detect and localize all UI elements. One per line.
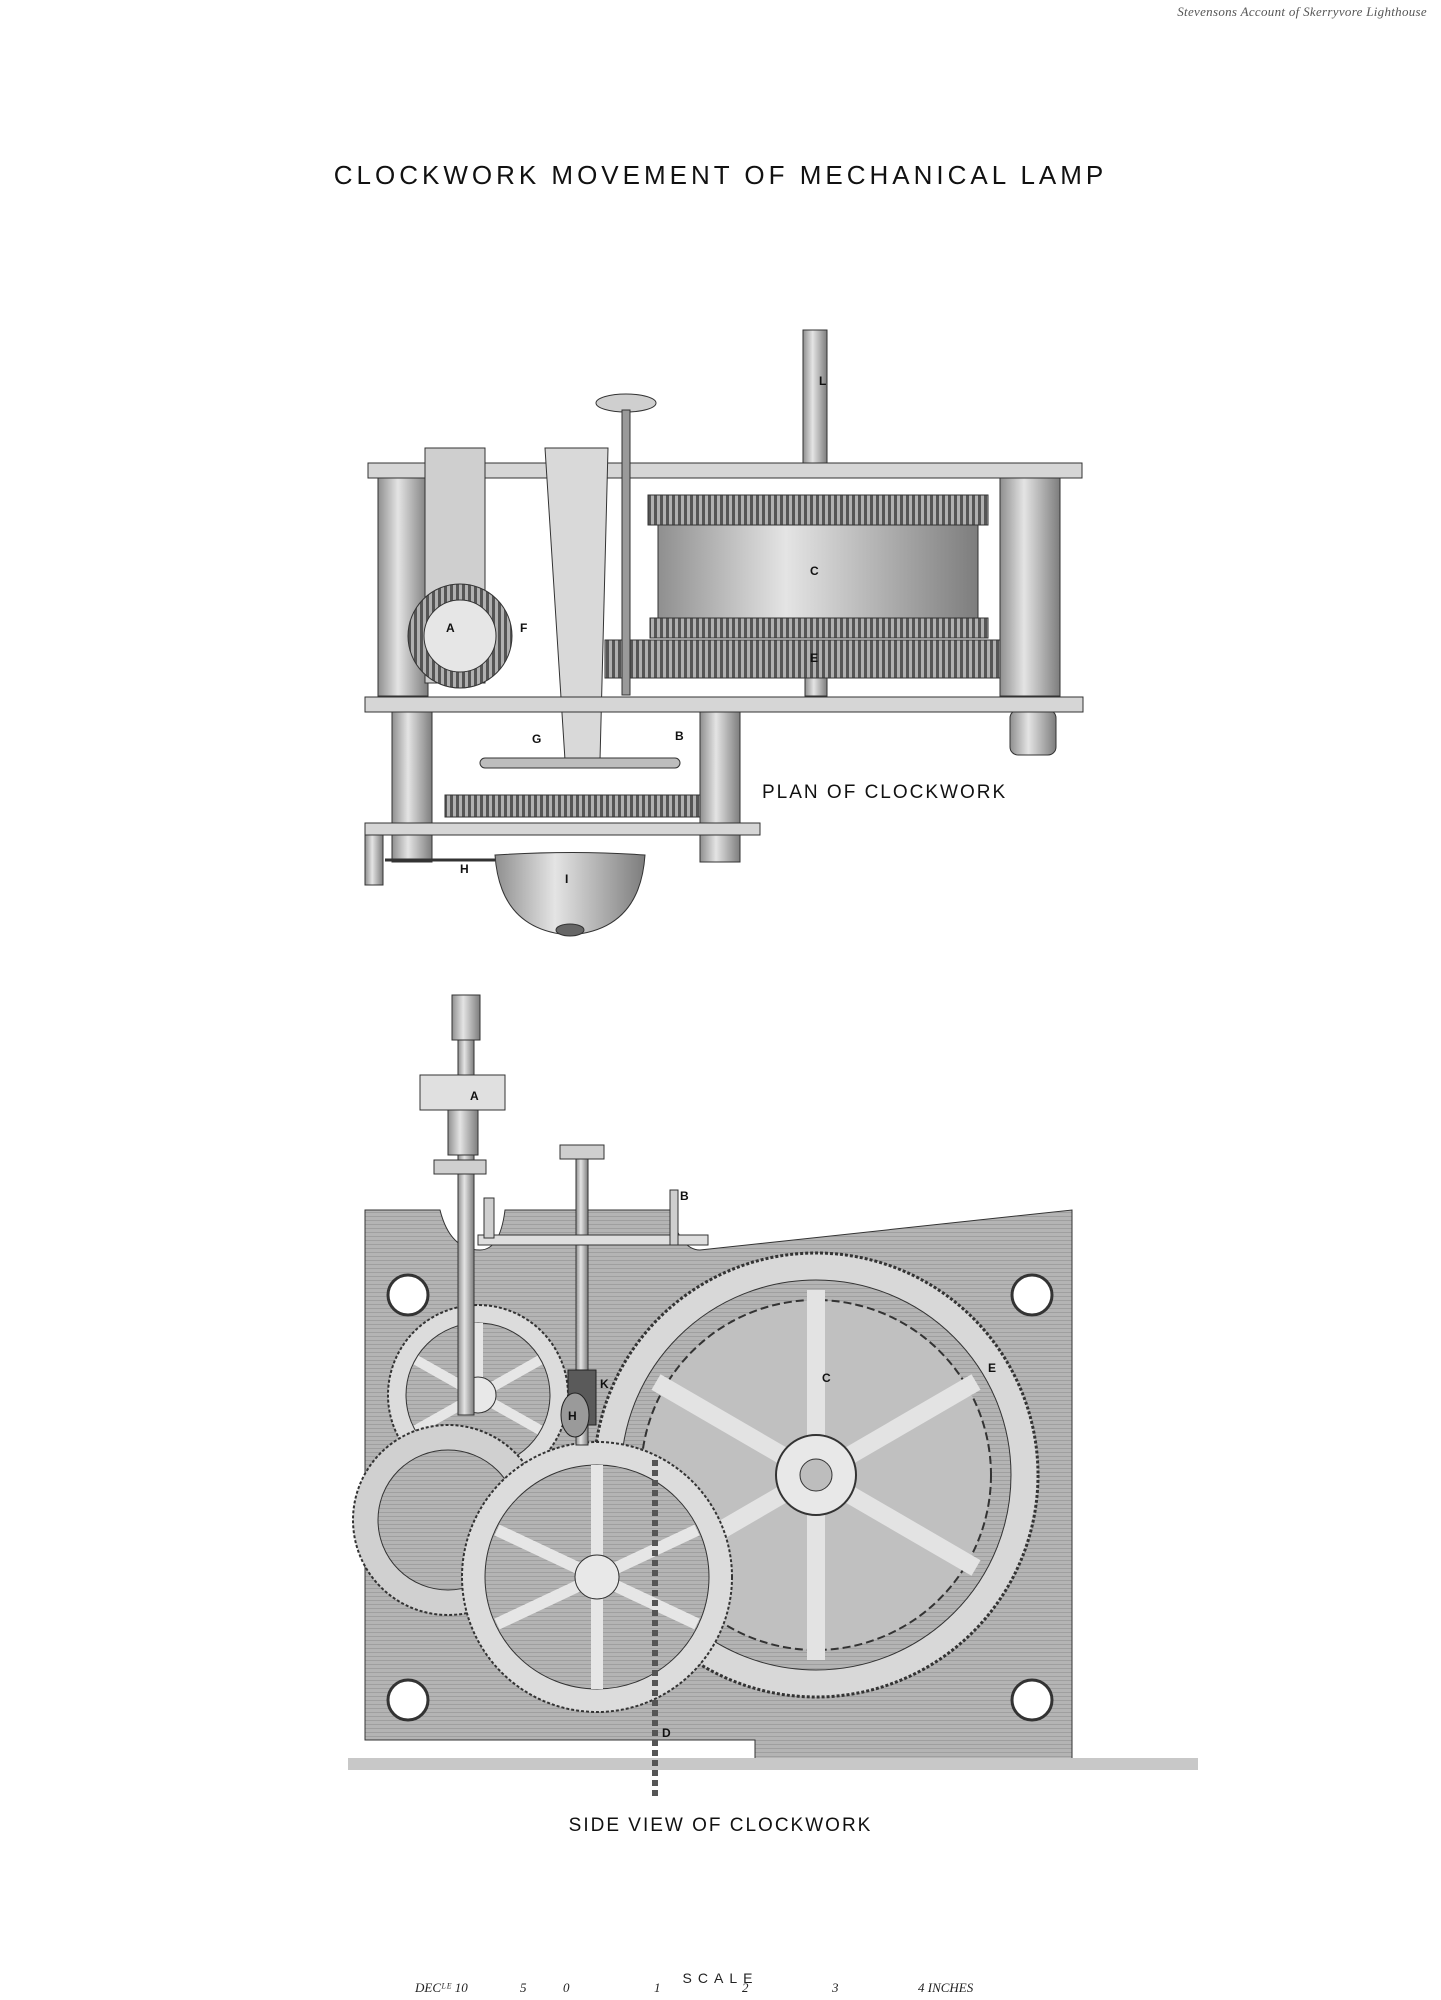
- plan-label-l: L: [819, 374, 826, 388]
- side-label-c: C: [822, 1371, 831, 1385]
- drum-teeth-top: [647, 494, 989, 526]
- hole-bl: [386, 1678, 430, 1722]
- bell-i: [494, 852, 646, 936]
- post-b: [669, 1189, 679, 1246]
- plan-label-a: A: [446, 621, 455, 635]
- plan-label-e: E: [810, 651, 818, 665]
- side-label-e: E: [988, 1361, 996, 1375]
- hole-br: [1010, 1678, 1054, 1722]
- plan-drawing: L C E A F G B H I: [364, 329, 1084, 937]
- plan-label-h: H: [460, 862, 469, 876]
- scale-tick-5: 5: [520, 1980, 527, 1995]
- post-left: [483, 1197, 495, 1239]
- header-note: Stevensons Account of Skerryvore Lightho…: [1177, 4, 1427, 19]
- lever-b: [477, 1234, 709, 1246]
- collar-lower: [447, 1109, 479, 1156]
- side-label-d: D: [662, 1726, 671, 1740]
- hole-tr: [1010, 1273, 1054, 1317]
- fly-h: [560, 1392, 590, 1438]
- scale-tick-4-inches: 4 INCHES: [918, 1980, 974, 1995]
- side-caption: SIDE VIEW OF CLOCKWORK: [568, 1815, 873, 1836]
- crossbar: [479, 757, 681, 769]
- lower-pillar-right: [699, 711, 741, 863]
- scale-tick-0: 0: [563, 1980, 570, 1995]
- scale-tick-2: 2: [742, 1980, 749, 1995]
- scale-tick-dec: DECᴸᴱ 10: [414, 1980, 468, 1995]
- plan-label-f: F: [520, 621, 527, 635]
- plan-label-c: C: [810, 564, 819, 578]
- collar-base: [433, 1159, 487, 1175]
- side-drawing: A B C E K H D: [348, 994, 1198, 1800]
- lower-plate: [364, 822, 761, 836]
- plan-label-b: B: [675, 729, 684, 743]
- side-label-a: A: [470, 1089, 479, 1103]
- gear-a-hub: [423, 599, 497, 673]
- wheel-e: [604, 639, 1001, 679]
- drum-c: [657, 524, 979, 621]
- small-post: [364, 834, 384, 886]
- bell-foot: [555, 923, 585, 937]
- drum-teeth-bottom: [649, 617, 989, 639]
- side-label-h: H: [568, 1409, 577, 1423]
- lower-gear: [444, 794, 701, 818]
- scale-title: SCALE: [682, 1970, 759, 1986]
- pillar-right: [999, 477, 1061, 697]
- arbor-e: [804, 677, 828, 697]
- spindle-l: [802, 329, 828, 466]
- plan-caption: PLAN OF CLOCKWORK: [762, 782, 1008, 803]
- base-strip: [348, 1758, 1198, 1770]
- winding-stem: [621, 409, 631, 696]
- side-label-k: K: [600, 1377, 609, 1391]
- side-label-b: B: [680, 1189, 689, 1203]
- scale-tick-1: 1: [654, 1980, 661, 1995]
- governor-cap: [559, 1144, 605, 1160]
- scale-tick-3: 3: [831, 1980, 839, 1995]
- plan-label-g: G: [532, 732, 541, 746]
- lower-pillar-left: [391, 711, 433, 863]
- plan-label-i: I: [565, 872, 568, 886]
- collar-top: [451, 994, 481, 1041]
- plate-title: CLOCKWORK MOVEMENT OF MECHANICAL LAMP: [333, 160, 1108, 190]
- hole-tl: [386, 1273, 430, 1317]
